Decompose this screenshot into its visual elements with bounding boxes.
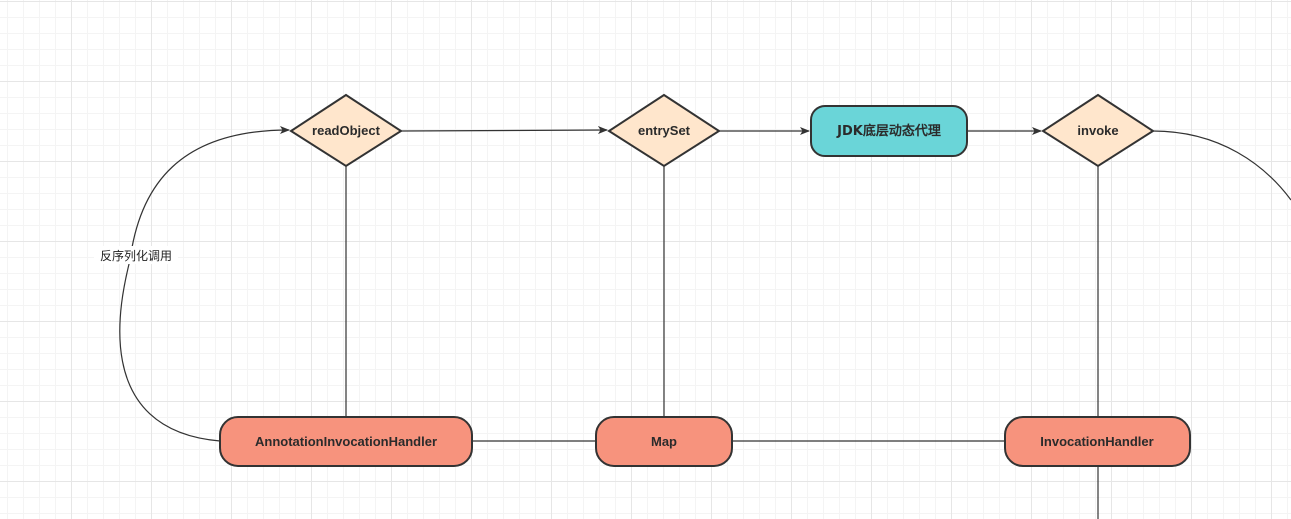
node-jdk-proxy[interactable]: JDK底层动态代理 bbox=[810, 105, 968, 157]
edge-deserialize-curve bbox=[119, 126, 290, 442]
node-readobject[interactable]: readObject bbox=[289, 93, 403, 168]
decision-diamond bbox=[607, 93, 721, 168]
deserialize-label: 反序列化调用 bbox=[100, 248, 172, 263]
invocation-handler-label: InvocationHandler bbox=[1040, 434, 1153, 449]
process-box bbox=[810, 105, 968, 157]
edge-readobject-entryset bbox=[400, 126, 608, 135]
decision-diamond bbox=[289, 93, 403, 168]
decision-diamond bbox=[1041, 93, 1155, 168]
node-annotation-invocation-handler[interactable]: AnnotationInvocationHandler bbox=[219, 416, 473, 467]
edge-invoke-right-curve bbox=[1152, 130, 1291, 201]
jdk-proxy-label: JDK底层动态代理 bbox=[836, 123, 941, 139]
node-entryset[interactable]: entrySet bbox=[607, 93, 721, 168]
map-label: Map bbox=[651, 434, 677, 449]
entryset-label: entrySet bbox=[638, 123, 691, 138]
process-box bbox=[219, 416, 473, 467]
invoke-label: invoke bbox=[1077, 123, 1118, 138]
annotation-handler-label: AnnotationInvocationHandler bbox=[255, 434, 437, 449]
node-invocation-handler[interactable]: InvocationHandler bbox=[1004, 416, 1191, 467]
node-map[interactable]: Map bbox=[595, 416, 733, 467]
process-box bbox=[595, 416, 733, 467]
node-invoke[interactable]: invoke bbox=[1041, 93, 1155, 168]
process-box bbox=[1004, 416, 1191, 467]
readobject-label: readObject bbox=[312, 123, 381, 138]
edge-label-background bbox=[94, 246, 178, 264]
